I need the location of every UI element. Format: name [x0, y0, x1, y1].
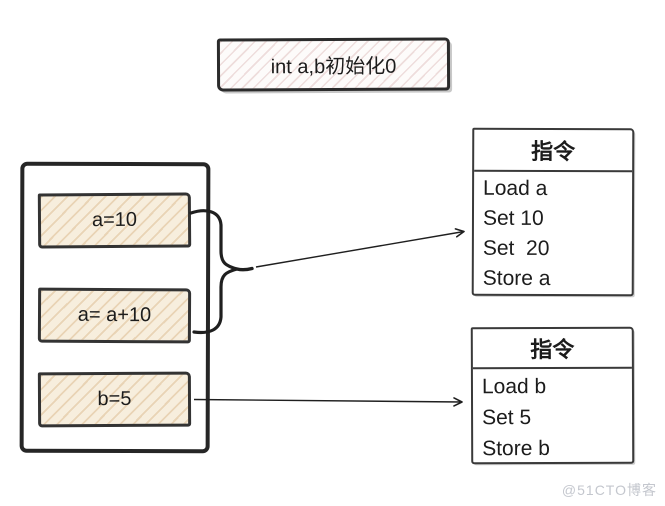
instruction-line: Load b [481, 375, 547, 399]
statement-b-assign-5: b=5 [37, 371, 192, 428]
instruction-table-a-lines: Load a Set 10 Set 20 Store a [474, 172, 632, 295]
statement-a-plus-10: a= a+10 [37, 287, 192, 344]
instruction-table-b: 指令 Load b Set 5 Store b [470, 326, 635, 465]
statement-text: a=10 [91, 208, 138, 232]
instruction-table-a-header: 指令 [474, 129, 633, 173]
instruction-line: Set 5 [482, 406, 532, 430]
instruction-table-b-header: 指令 [472, 328, 632, 370]
statement-text: a= a+10 [77, 303, 152, 327]
arrow-to-instruction-a [255, 228, 465, 268]
watermark: @51CTO博客 [561, 482, 657, 498]
statement-a-assign-10: a=10 [37, 192, 192, 249]
instruction-line: Set 20 [482, 236, 550, 260]
title-box: int a,b初始化0 [216, 37, 451, 92]
instruction-line: Set 10 [482, 206, 544, 230]
instruction-table-a: 指令 Load a Set 10 Set 20 Store a [471, 127, 635, 297]
instruction-line: Store a [482, 266, 551, 290]
statement-text: b=5 [97, 387, 132, 411]
instruction-line: Load a [483, 176, 548, 200]
instruction-line: Store b [482, 437, 550, 461]
title-text: int a,b初始化0 [270, 55, 397, 79]
instruction-table-b-lines: Load b Set 5 Store b [473, 369, 632, 465]
curly-brace-tip [235, 266, 254, 272]
arrow-to-instruction-b [193, 397, 463, 407]
